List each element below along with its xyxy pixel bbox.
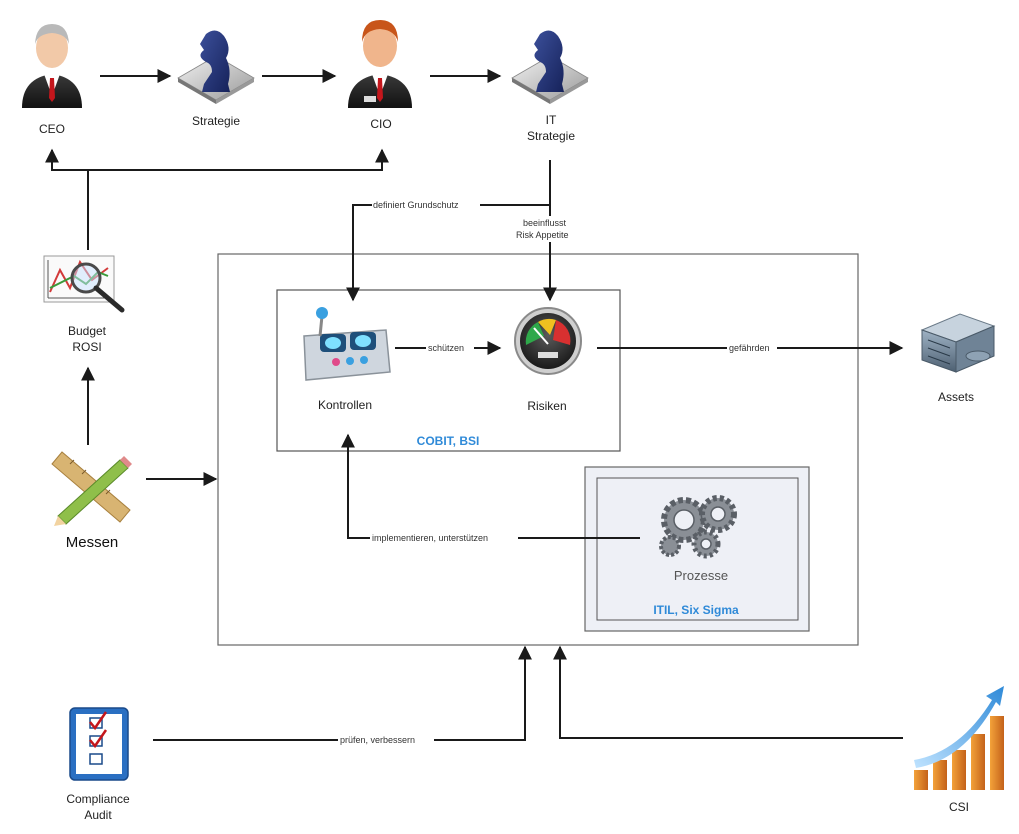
budget-chart-icon — [43, 255, 125, 313]
itil-group-label: ITIL, Six Sigma — [653, 603, 739, 617]
edge-label-beeinflusst: beeinflusst — [523, 218, 567, 228]
prozesse-gears-icon — [659, 495, 737, 559]
edge-audit-frame — [153, 645, 532, 741]
kontrollen-label: Kontrollen — [318, 398, 372, 412]
csi-growth-chart-icon — [914, 686, 1004, 790]
edge-budget-ceo — [45, 148, 89, 250]
edge-definiert-grundschutz — [346, 204, 550, 302]
strategie-chess-icon — [177, 30, 255, 104]
edge-label-pruefen: prüfen, verbessern — [340, 735, 415, 745]
compliance-label-1: Compliance — [66, 792, 130, 806]
edge-label-risk-appetite: Risk Appetite — [516, 230, 569, 240]
it-strategie-label-2: Strategie — [527, 129, 575, 143]
cobit-group-label: COBIT, BSI — [417, 434, 480, 448]
edge-label-gefaehrden: gefährden — [729, 343, 770, 353]
compliance-checklist-icon — [69, 707, 129, 781]
messen-ruler-pencil-icon — [51, 451, 132, 526]
edge-budget-cio — [88, 148, 389, 171]
cio-label: CIO — [370, 117, 391, 131]
csi-label: CSI — [949, 800, 969, 814]
messen-label: Messen — [66, 534, 119, 551]
kontrollen-control-panel-icon — [303, 307, 391, 381]
risiken-label: Risiken — [527, 399, 566, 413]
ceo-person-icon — [22, 24, 82, 108]
strategie-label: Strategie — [192, 114, 240, 128]
edge-label-definiert: definiert Grundschutz — [373, 200, 459, 210]
assets-label: Assets — [938, 390, 974, 404]
it-strategie-chess-icon — [511, 30, 589, 104]
edge-label-implementieren: implementieren, unterstützen — [372, 533, 488, 543]
cio-person-icon — [348, 20, 412, 108]
budget-label-1: Budget — [68, 324, 107, 338]
edge-csi-frame — [553, 645, 903, 739]
edge-label-schuetzen: schützen — [428, 343, 464, 353]
edge-prozesse-kontrollen — [341, 433, 640, 539]
compliance-label-2: Audit — [84, 808, 112, 822]
prozesse-label: Prozesse — [674, 568, 728, 583]
it-strategie-label-1: IT — [546, 113, 557, 127]
ceo-label: CEO — [39, 122, 65, 136]
assets-server-icon — [920, 313, 996, 373]
budget-label-2: ROSI — [72, 340, 101, 354]
risiken-gauge-icon — [514, 307, 582, 375]
